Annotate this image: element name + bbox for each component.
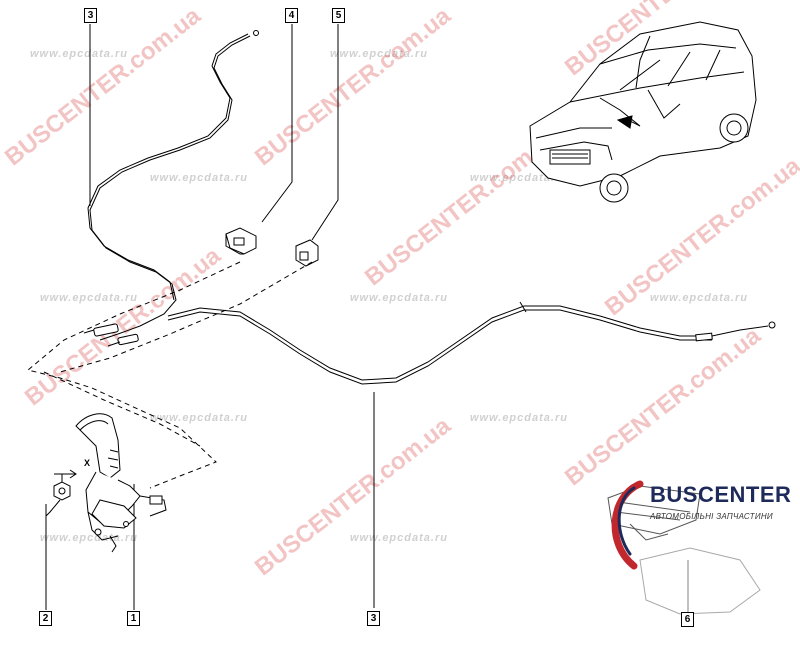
handbrake-lever [75, 413, 167, 553]
logo-subtitle: АВТОМОБІЛЬНІ ЗАПЧАСТИНИ [650, 512, 773, 521]
cable-clip-5 [295, 239, 319, 267]
inset-illustration [607, 485, 761, 615]
nut-2 [45, 469, 77, 517]
cable-clip-4 [225, 227, 257, 255]
callout-4: 4 [285, 8, 298, 23]
buscenter-logo: BUSCENTER АВТОМОБІЛЬНІ ЗАПЧАСТИНИ [604, 474, 794, 624]
callout-3-bottom: 3 [367, 611, 380, 626]
rear-cable-right [167, 301, 776, 385]
leader-lines [45, 24, 689, 612]
callout-6: 6 [681, 612, 694, 627]
callout-2: 2 [39, 611, 52, 626]
logo-title: BUSCENTER [650, 482, 792, 507]
callout-5: 5 [332, 8, 345, 23]
logo-swoosh-icon [611, 480, 644, 570]
rear-cable-left [83, 30, 259, 347]
vehicle-illustration [529, 21, 757, 203]
callout-1: 1 [127, 611, 140, 626]
callout-3-top: 3 [84, 8, 97, 23]
dimension-label: X [84, 458, 91, 468]
dashed-assembly-lines [26, 261, 313, 489]
